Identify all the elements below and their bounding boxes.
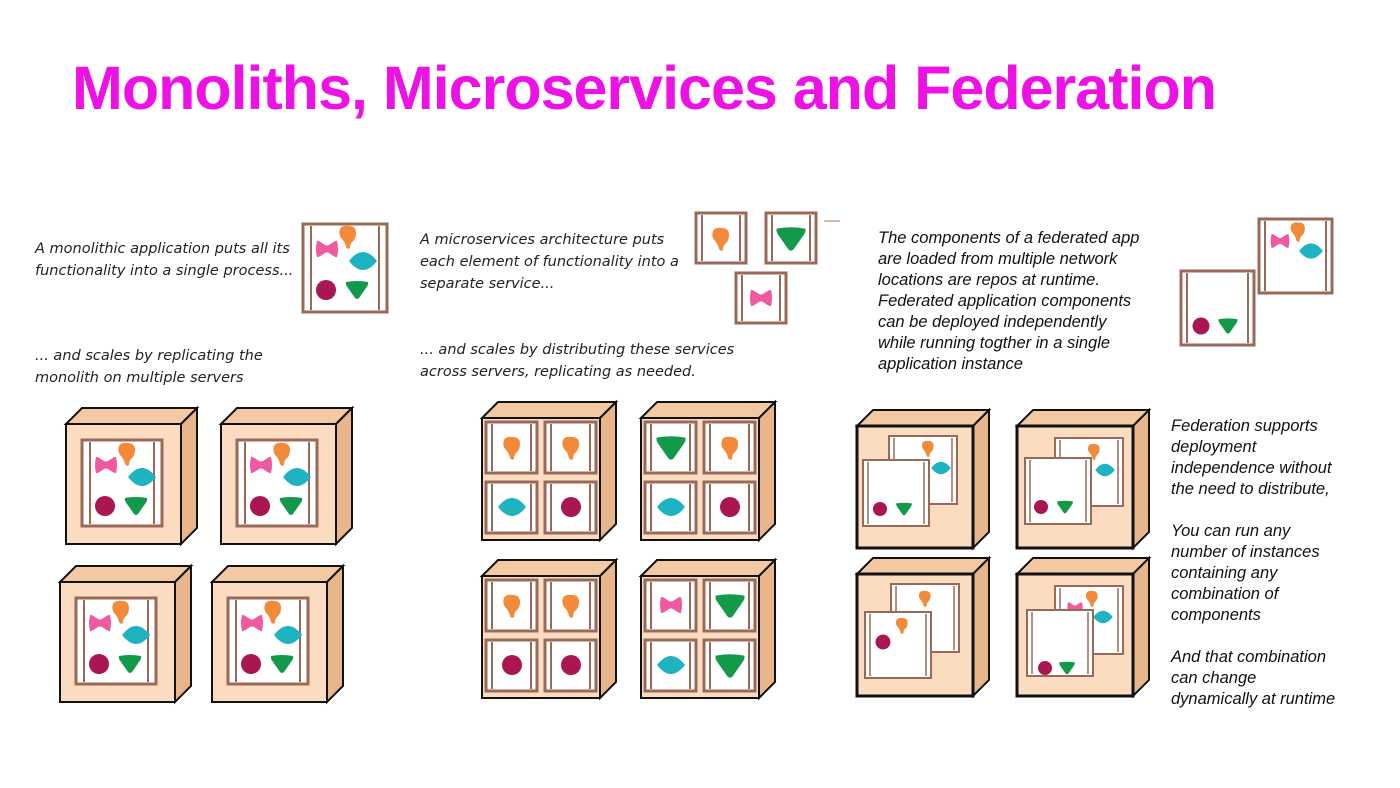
microservices-intro-text: A microservices architecture puts each e…	[420, 232, 679, 292]
microservice	[764, 211, 818, 265]
federated-server	[1014, 555, 1152, 699]
microservice-server	[479, 399, 619, 543]
monolith-server	[57, 563, 194, 705]
federated-server	[854, 407, 992, 551]
maroon-circle-icon	[316, 280, 336, 300]
federation-support-text: Federation supports deployment independe…	[1171, 417, 1336, 708]
microservice	[694, 211, 748, 265]
federated-server	[1014, 407, 1152, 551]
monolith-server	[218, 405, 355, 547]
federation-intro-text: The components of a federated app are lo…	[878, 229, 1140, 373]
monolith-process	[301, 222, 389, 314]
microservices-scaling-text: ... and scales by distributing these ser…	[420, 342, 735, 380]
federated-server	[854, 555, 992, 699]
monolith-intro-text: A monolithic application puts all its fu…	[35, 241, 294, 279]
monolith-server	[63, 405, 200, 547]
page-title: Monoliths, Microservices and Federation	[72, 54, 1217, 122]
microservice	[734, 271, 788, 325]
federated-component	[1257, 217, 1334, 295]
federated-component	[1179, 269, 1256, 347]
monolith-scaling-text: ... and scales by replicating the monoli…	[35, 348, 263, 386]
microservice-server	[638, 557, 778, 701]
microservice-server	[638, 399, 778, 543]
monolith-server	[209, 563, 346, 705]
microservice-server	[479, 557, 619, 701]
